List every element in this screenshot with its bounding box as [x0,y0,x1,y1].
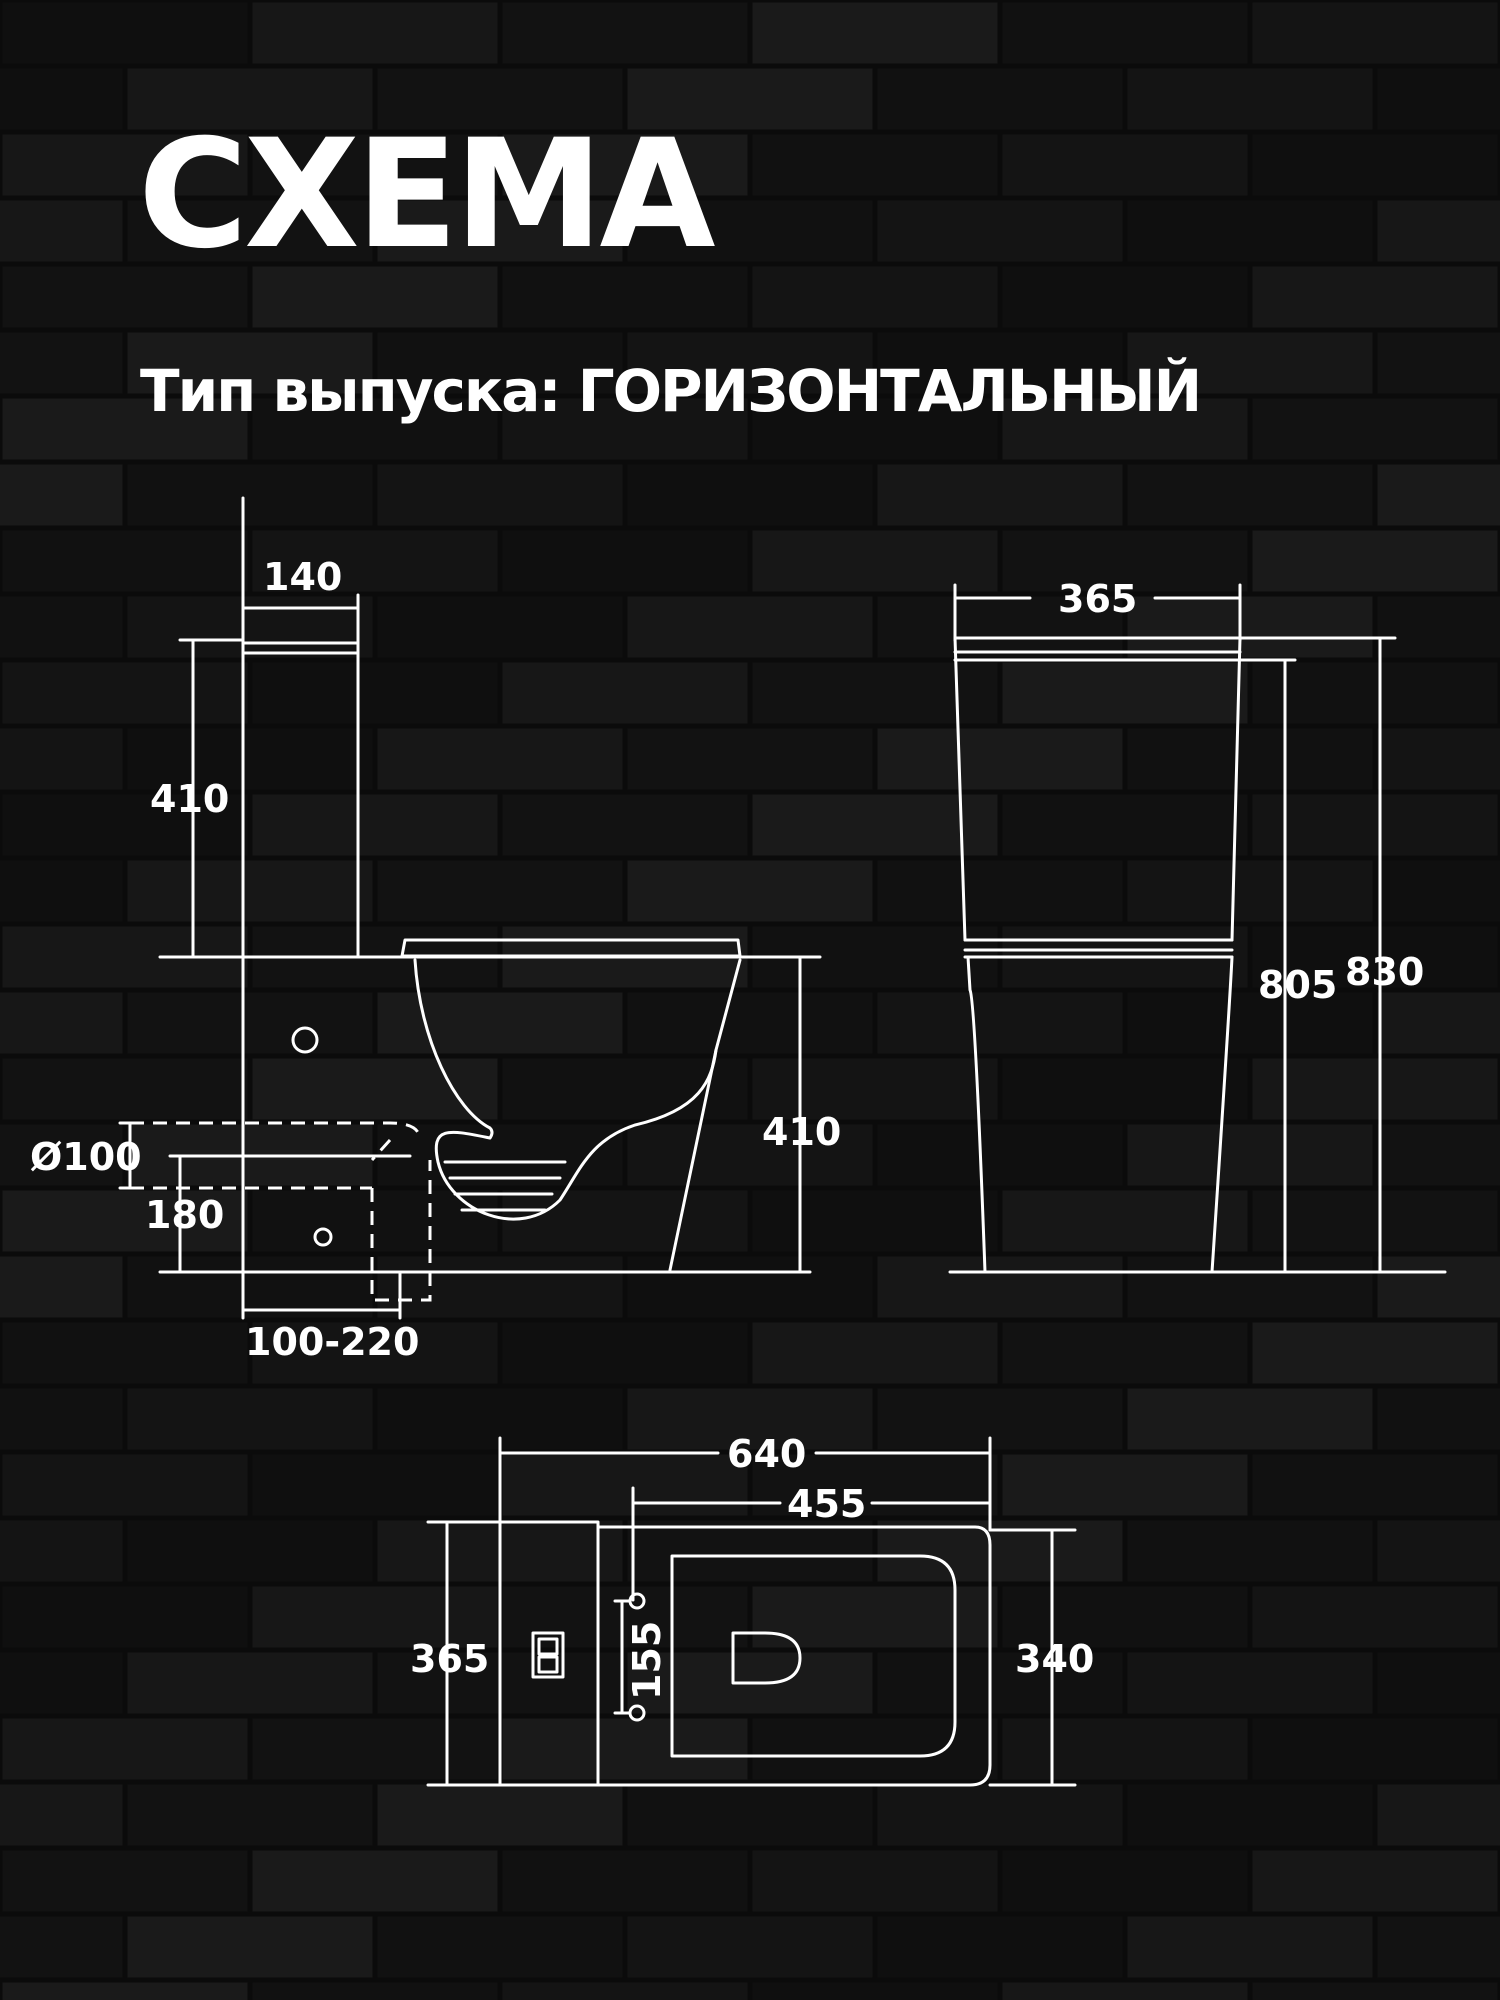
tank-width-label: 365 [410,1637,489,1681]
bowl-outline [413,958,742,1221]
pipe-diameter-label: Ø100 [30,1135,142,1179]
drain-icon [731,1631,802,1685]
outlet-distance-dimension [241,1270,402,1320]
length-dimension [498,1436,992,1532]
pedestal-right [1210,955,1234,1274]
height-830-dimension [1238,636,1397,1274]
pipe-diameter-dimension [118,1121,142,1190]
bowl-top-outer [596,1525,992,1787]
seat-lid [400,938,742,958]
bowl-length-dimension [631,1486,992,1602]
pedestal-left [966,955,987,1274]
mounting-hole-lower [313,1227,333,1247]
bowl-width-label: 340 [1015,1637,1094,1681]
mounting-hole-upper [291,1026,319,1054]
bowl-foot [668,1048,718,1272]
outlet-distance-label: 100-220 [245,1320,419,1364]
top-view: 640 455 [410,1432,1094,1787]
seat-front [963,938,1234,959]
fixing-holes-label: 155 [625,1621,669,1700]
outlet-height-dimension [168,1154,412,1274]
tank-width-dimension [426,1520,502,1787]
height-805-dimension [1228,658,1297,1274]
outlet-type-subtitle: Тип выпуска: ГОРИЗОНТАЛЬНЫЙ [140,357,1202,425]
tank-depth-label: 140 [263,555,342,599]
bowl-top-inner [670,1554,957,1758]
flush-button-icon [531,1631,565,1679]
height-805-label: 805 [1258,963,1337,1007]
bowl-length-label: 455 [787,1482,866,1526]
cistern-side [241,638,360,959]
bowl-height-label: 410 [762,1110,841,1154]
tank-height-dimension [178,638,245,959]
tank-height-label: 410 [150,777,229,821]
height-830-label: 830 [1345,950,1424,994]
front-width-label: 365 [1058,577,1137,621]
front-view: 365 805 830 [948,577,1447,1274]
fixing-hole-lower [628,1704,646,1722]
bowl-width-dimension [988,1528,1077,1787]
side-view: Ø100 180 140 410 410 [30,496,841,1364]
length-label: 640 [727,1432,806,1476]
outlet-height-label: 180 [145,1193,224,1237]
trap-water-lines [443,1160,567,1212]
front-width-dimension [953,583,1242,642]
tank-depth-dimension [241,593,360,642]
page-title: СХЕМА [138,108,716,282]
cistern-front [953,636,1242,942]
